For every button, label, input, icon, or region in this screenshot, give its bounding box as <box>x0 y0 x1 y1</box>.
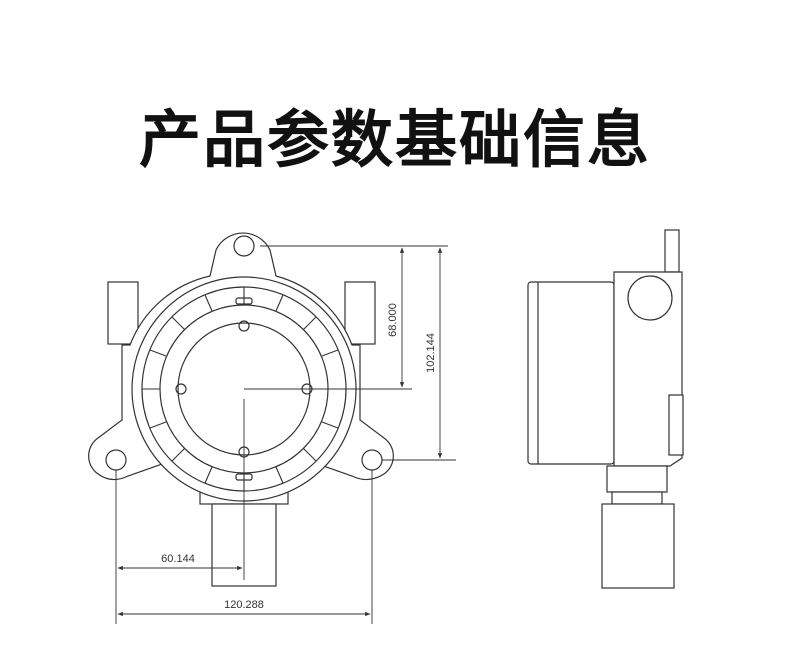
side-neck-ring <box>611 491 663 505</box>
page-title: 产品参数基础信息 <box>138 103 651 176</box>
dim-label-height-inner: 68.000 <box>387 303 399 337</box>
top-mounting-hole <box>233 235 255 257</box>
side-view <box>527 229 684 589</box>
dim-label-half-width: 60.144 <box>161 553 195 565</box>
side-neck <box>606 465 668 493</box>
front-dimensions <box>115 245 456 624</box>
side-top-rod <box>664 229 680 273</box>
side-sensor-head <box>601 503 675 589</box>
side-plate <box>668 394 684 456</box>
side-cover <box>527 281 615 465</box>
side-conduit-boss <box>627 275 673 321</box>
side-body <box>613 271 683 467</box>
dim-label-total-width: 120.288 <box>224 599 264 611</box>
right-conduit-stub <box>344 281 376 345</box>
dim-label-height-total: 102.144 <box>425 333 437 373</box>
left-conduit-stub <box>107 281 139 345</box>
front-view <box>88 232 394 587</box>
